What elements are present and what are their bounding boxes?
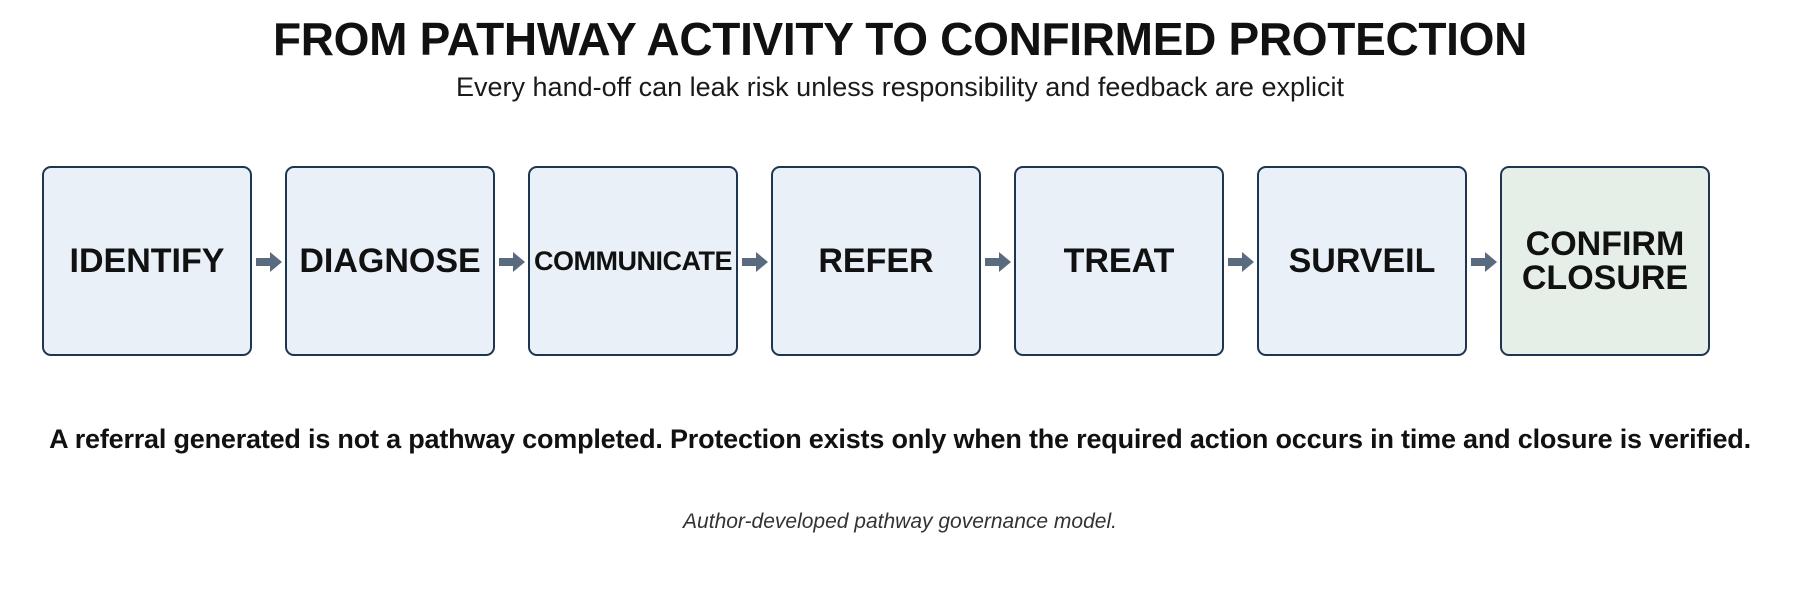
step-treat: TREAT — [1014, 166, 1224, 356]
step-surveil: SURVEIL — [1257, 166, 1467, 356]
key-statement: A referral generated is not a pathway co… — [49, 424, 1751, 454]
step-label: TREAT — [1063, 242, 1175, 280]
step-communicate: COMMUNICATE — [528, 166, 738, 356]
step-label: IDENTIFY — [69, 242, 225, 280]
arrow-right-icon — [742, 251, 768, 273]
arrow-right-icon — [985, 251, 1011, 273]
step-refer: REFER — [771, 166, 981, 356]
source-note: Author-developed pathway governance mode… — [683, 510, 1117, 533]
step-confirm-closure: CONFIRM CLOSURE — [1500, 166, 1710, 356]
arrow-right-icon — [499, 251, 525, 273]
step-diagnose: DIAGNOSE — [285, 166, 495, 356]
step-identify: IDENTIFY — [42, 166, 252, 356]
step-label: REFER — [818, 242, 934, 280]
step-label: COMMUNICATE — [534, 246, 732, 276]
page-title: FROM PATHWAY ACTIVITY TO CONFIRMED PROTE… — [272, 13, 1528, 65]
step-label: SURVEIL — [1288, 242, 1436, 280]
step-label: DIAGNOSE — [299, 242, 481, 280]
arrow-right-icon — [1471, 251, 1497, 273]
arrow-right-icon — [1228, 251, 1254, 273]
step-label: CONFIRM CLOSURE — [1521, 225, 1689, 297]
arrow-right-icon — [256, 251, 282, 273]
page-subtitle: Every hand-off can leak risk unless resp… — [456, 72, 1344, 102]
